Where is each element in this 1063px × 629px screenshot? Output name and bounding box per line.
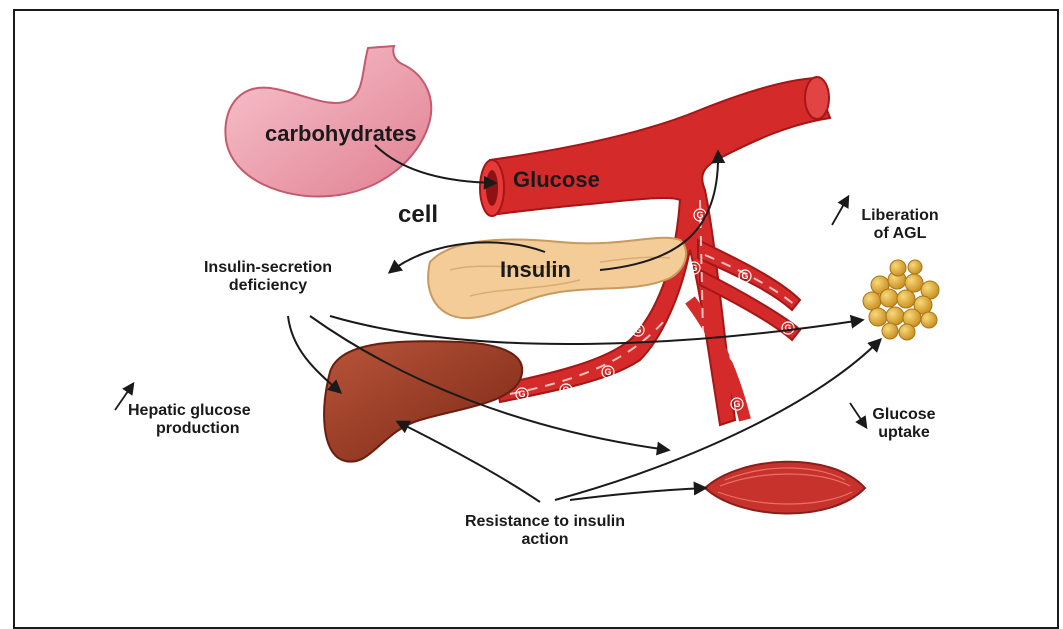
glucose-marker-label: G (562, 385, 569, 395)
glucose-marker-label: G (733, 399, 740, 409)
arrow-resistance-to-liver (398, 422, 540, 502)
glucose-marker-label: G (518, 389, 525, 399)
glucose-marker-label: G (690, 263, 697, 273)
label-liberation-of-agl: Liberation of AGL (842, 207, 958, 244)
glucose-marker-label: G (732, 351, 739, 361)
glucose-marker-label: G (741, 271, 748, 281)
glucose-marker: G (560, 384, 572, 396)
label-hepatic-line2: production (128, 420, 278, 438)
label-resistance-line1: Resistance to insulin (425, 513, 665, 531)
glucose-marker-label: G (696, 210, 703, 220)
label-insulin-secretion-line1: Insulin-secretion (172, 259, 364, 277)
muscle-illustration (705, 462, 865, 514)
arrow-down-right-icon (850, 403, 866, 427)
label-insulin: Insulin (500, 257, 571, 282)
glucose-marker-label: G (604, 367, 611, 377)
liver-illustration (324, 341, 522, 461)
adipose-cluster-illustration (863, 260, 939, 340)
label-liberation-line1: Liberation (842, 207, 958, 225)
label-resistance-line2: action (425, 531, 665, 549)
label-glucose-uptake: Glucose uptake (866, 406, 942, 443)
label-insulin-secretion-deficiency: Insulin-secretion deficiency (172, 259, 364, 296)
label-hepatic-line1: Hepatic glucose (128, 402, 278, 420)
label-hepatic-glucose-production: Hepatic glucose production (128, 402, 278, 439)
label-insulin-secretion-line2: deficiency (172, 277, 364, 295)
label-cell: cell (398, 201, 438, 229)
glucose-marker-label: G (784, 323, 791, 333)
glucose-marker-label: G (634, 325, 641, 335)
label-liberation-line2: of AGL (842, 225, 958, 243)
label-carbohydrates: carbohydrates (265, 121, 417, 146)
glucose-marker: G (730, 350, 742, 362)
label-resistance-to-insulin-action: Resistance to insulin action (425, 513, 665, 550)
label-glucose: Glucose (513, 167, 600, 192)
label-glucose-uptake-line1: Glucose (866, 406, 942, 424)
label-glucose-uptake-line2: uptake (866, 424, 942, 442)
